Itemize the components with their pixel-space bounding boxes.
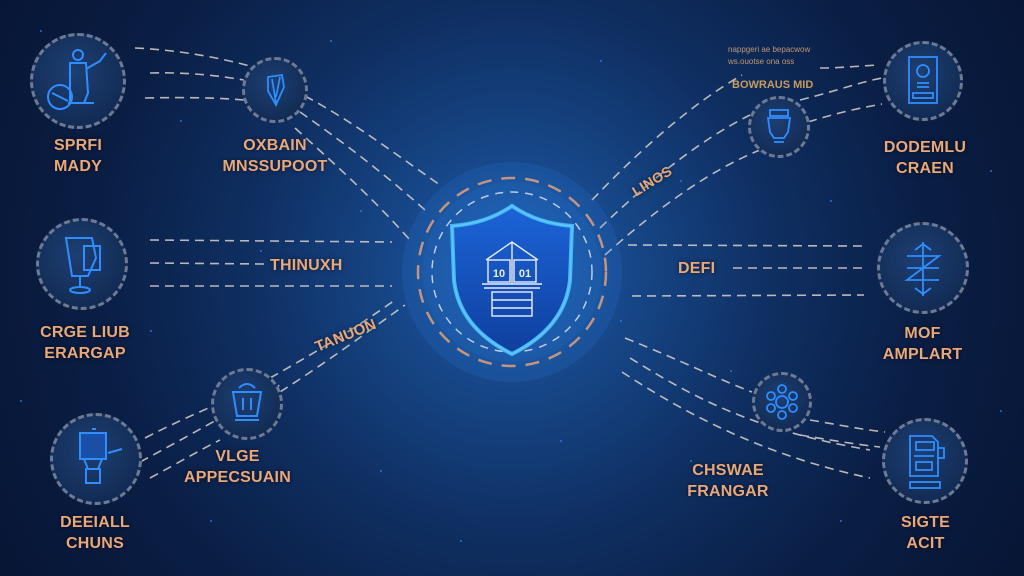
trophy-card-icon xyxy=(64,237,101,294)
node-label-n2: OXBAIN MNSSUPOOT xyxy=(222,137,328,175)
jar-icon xyxy=(766,109,792,143)
node-label-n1: SPRFI MADY xyxy=(53,137,103,175)
node-label-n3: CRGE LIUB ERARGAP xyxy=(40,324,130,362)
annotation-highlight: BOWRAUS MID xyxy=(732,79,814,91)
shield-with-building-icon: 10 01 xyxy=(449,203,575,357)
device-kiosk-icon xyxy=(79,428,123,484)
node-label-n5: DEEIALL CHUNS xyxy=(60,514,130,552)
molecule-icon xyxy=(766,384,798,420)
node-person-with-wheel[interactable] xyxy=(30,33,126,129)
network-snowflake-icon xyxy=(904,242,942,296)
node-basket[interactable] xyxy=(211,368,283,440)
crystal-icon xyxy=(267,73,285,107)
node-label-n8: MOF AMPLART xyxy=(882,325,963,363)
node-molecule[interactable] xyxy=(752,372,812,432)
document-card-icon xyxy=(908,56,938,104)
node-machine-document[interactable] xyxy=(882,418,968,504)
svg-text:10: 10 xyxy=(493,268,505,280)
node-device-kiosk[interactable] xyxy=(50,413,142,505)
annotation-line-2: ws.ouotse ona oss xyxy=(728,57,795,66)
connector-label-chswae: CHSWAE FRANGAR xyxy=(687,462,769,500)
annotation-line-1: nappgeri ae bepacwow xyxy=(728,45,811,54)
node-crystal[interactable] xyxy=(242,57,308,123)
node-label-n7: DODEMLU CRAEN xyxy=(883,139,967,177)
node-label-n4: VLGE APPECSUAIN xyxy=(184,448,291,486)
node-label-n10: SIGTE ACIT xyxy=(900,514,950,552)
svg-text:01: 01 xyxy=(519,268,531,280)
node-network-snowflake[interactable] xyxy=(877,222,969,314)
basket-icon xyxy=(231,383,263,421)
node-document-card[interactable] xyxy=(883,41,963,121)
connector-label-defi: DEFI xyxy=(678,260,716,277)
machine-document-icon xyxy=(909,435,945,489)
node-trophy-card[interactable] xyxy=(36,218,128,310)
node-jar[interactable] xyxy=(748,96,810,158)
person-with-wheel-icon xyxy=(47,49,107,110)
connector-label-thinuxh: THINUXH xyxy=(270,257,343,274)
